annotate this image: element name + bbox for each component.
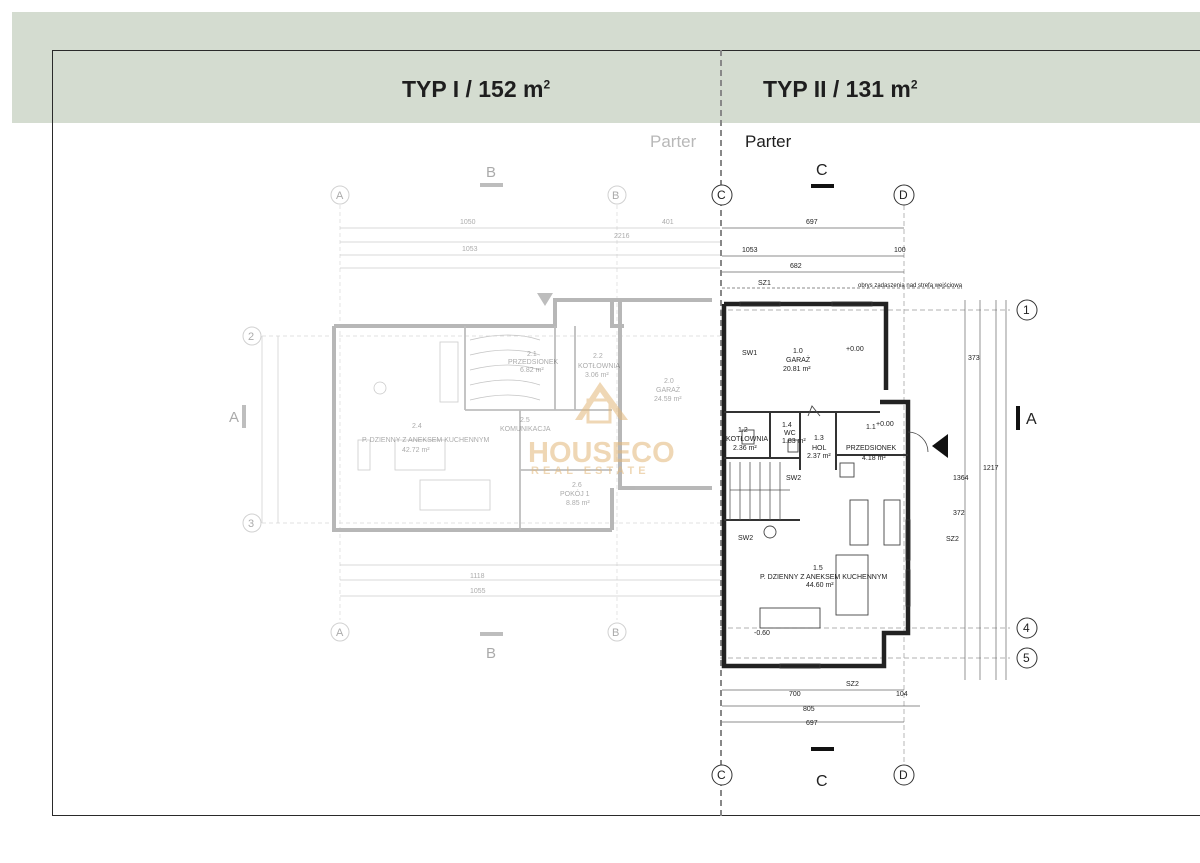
axis-label-d-top: D (899, 188, 908, 202)
room-2-1-num: 2.1 (527, 351, 537, 358)
room-2-4-num: 2.4 (412, 423, 422, 430)
room-2-1-name: PRZEDSIONEK (508, 359, 559, 366)
room-1-3-area: 2.37 m² (807, 453, 831, 460)
axis-label-4: 4 (1023, 621, 1030, 635)
room-1-2-num: 1.2 (738, 427, 748, 434)
room-1-4-num: 1.4 (782, 422, 792, 429)
dim-left-5: 1118 (470, 573, 485, 580)
header-band (12, 12, 1200, 123)
type-divider (720, 50, 722, 816)
sheet-frame (52, 50, 1200, 816)
mark-sw2-a: SW2 (786, 475, 801, 482)
mark-sz2-b: SZ2 (846, 681, 859, 688)
section-mark-left-bottom: B (486, 645, 496, 662)
dim-right-side-2: 1217 (983, 465, 999, 472)
mark-sw1: SW1 (742, 350, 757, 357)
dim-right-top-3: 682 (790, 263, 802, 270)
mark-sw2-b: SW2 (738, 535, 753, 542)
room-2-6-name: POKÓJ 1 (560, 489, 590, 498)
room-2-0-area: 24.59 m² (654, 396, 682, 403)
dim-right-top-1: 697 (806, 219, 818, 226)
axis-label-d-bottom: D (899, 768, 908, 782)
dim-right-side-4: 372 (953, 510, 965, 517)
section-mark-left-side: A (229, 409, 239, 426)
dim-right-bottom-1: 700 (789, 691, 801, 698)
room-2-5-num: 2.5 (520, 417, 530, 424)
axis-label-left-a-bottom: A (336, 627, 344, 639)
dim-left-2: 401 (662, 219, 674, 226)
axis-label-left-3: 3 (248, 518, 254, 530)
level-vestibule: +0.00 (876, 421, 894, 428)
dim-right-top-2: 1053 (742, 247, 758, 254)
room-1-0-num: 1.0 (793, 348, 803, 355)
mark-sz1: SZ1 (758, 280, 771, 287)
dim-right-top-4: 100 (894, 247, 906, 254)
dim-left-4: 1053 (462, 246, 478, 253)
dim-left-3: 2216 (614, 233, 630, 240)
houseco-logo: HOUSECO REAL ESTATE (528, 382, 675, 477)
section-mark-right-side: A (1026, 411, 1037, 428)
room-1-3-name: HOL (812, 445, 827, 452)
room-1-0-area: 20.81 m² (783, 366, 811, 373)
type1-title: TYP I / 152 m2 (402, 76, 551, 102)
room-1-5-name: P. DZIENNY Z ANEKSEM KUCHENNYM (760, 574, 887, 581)
dim-right-bottom-3: 805 (803, 706, 815, 713)
dim-right-bottom-2: 104 (896, 691, 908, 698)
room-1-4-name: WC (784, 430, 796, 437)
room-1-1-num: 1.1 (866, 424, 876, 431)
room-1-2-name: KOTŁOWNIA (726, 436, 768, 443)
room-1-2-area: 2.36 m² (733, 445, 757, 452)
room-1-5-num: 1.5 (813, 565, 823, 572)
dim-right-side-3: 1364 (953, 475, 969, 482)
room-2-0-num: 2.0 (664, 378, 674, 385)
floor-label-left: Parter (650, 132, 697, 151)
mark-sz2-a: SZ2 (946, 536, 959, 543)
room-1-3-num: 1.3 (814, 435, 824, 442)
section-mark-right-top: C (816, 162, 828, 179)
room-2-0-name: GARAŻ (656, 385, 681, 394)
watermark-sub: REAL ESTATE (531, 465, 650, 477)
section-mark-right-bottom: C (816, 773, 828, 790)
room-1-1-name: PRZEDSIONEK (846, 445, 897, 452)
axis-label-c-bottom: C (717, 768, 726, 782)
room-2-2-num: 2.2 (593, 353, 603, 360)
floor-label-right: Parter (745, 132, 792, 151)
room-2-6-area: 8.85 m² (566, 500, 590, 507)
room-1-1-area: 4.18 m² (862, 455, 886, 462)
dim-left-1: 1050 (460, 219, 476, 226)
room-2-1-area: 6.82 m² (520, 367, 544, 374)
room-2-2-name: KOTŁOWNIA (578, 363, 620, 370)
dim-left-6: 1055 (470, 588, 486, 595)
section-mark-left-top: B (486, 164, 496, 181)
room-1-0-name: GARAŻ (786, 355, 811, 364)
axis-label-1: 1 (1023, 303, 1030, 317)
roof-outline-note: obrys zadaszenia nad strefą wejściową (858, 283, 963, 289)
axis-label-5: 5 (1023, 651, 1030, 665)
axis-label-left-a: A (336, 190, 344, 202)
axis-label-left-b-bottom: B (612, 627, 619, 639)
level-terrace: -0.60 (754, 630, 770, 637)
room-2-2-area: 3.06 m² (585, 372, 609, 379)
axis-label-left-2: 2 (248, 331, 254, 343)
room-1-5-area: 44.60 m² (806, 582, 834, 589)
room-2-4-name: P. DZIENNY Z ANEKSEM KUCHENNYM (362, 437, 489, 444)
plan-type2 (711, 184, 1038, 786)
dim-right-side-1: 373 (968, 355, 980, 362)
room-2-6-num: 2.6 (572, 482, 582, 489)
room-2-4-area: 42.72 m² (402, 447, 430, 454)
dim-right-bottom-4: 697 (806, 720, 818, 727)
plan-type1 (242, 183, 720, 642)
room-1-4-area: 1.83 m² (782, 438, 806, 445)
room-2-5-name: KOMUNIKACJA (500, 426, 551, 433)
axis-label-c-top: C (717, 188, 726, 202)
level-garage: +0.00 (846, 346, 864, 353)
watermark-brand: HOUSECO (528, 437, 675, 469)
axis-label-left-b: B (612, 190, 619, 202)
type2-title: TYP II / 131 m2 (763, 76, 918, 102)
